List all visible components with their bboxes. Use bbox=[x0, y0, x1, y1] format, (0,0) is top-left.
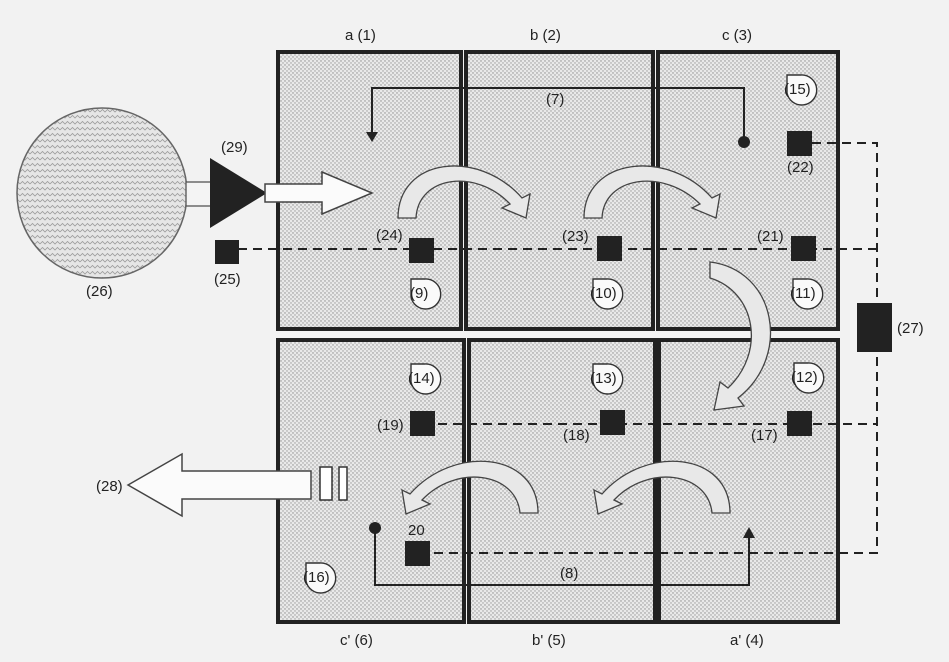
label-fan-11: (11) bbox=[790, 285, 816, 302]
sensor-21 bbox=[791, 236, 816, 261]
label-duct-upper: (7) bbox=[546, 91, 564, 108]
label-controller: (27) bbox=[897, 320, 924, 337]
label-room-c: c (3) bbox=[722, 27, 752, 44]
label-fan-10: (10) bbox=[590, 285, 617, 302]
sensor-19 bbox=[410, 411, 435, 436]
sensor-17 bbox=[787, 411, 812, 436]
duct-lower-arrowhead bbox=[743, 527, 755, 538]
blower-triangle bbox=[210, 158, 267, 228]
sensor-25 bbox=[215, 240, 239, 264]
source-connector bbox=[185, 181, 213, 207]
duct-lower-intake bbox=[369, 522, 381, 534]
label-fan-16: (16) bbox=[303, 569, 330, 586]
duct-upper-intake bbox=[738, 136, 750, 148]
sensor-18 bbox=[600, 410, 625, 435]
flow-arrow-a-prime-to-b-prime bbox=[593, 460, 731, 515]
signal-line-right bbox=[812, 142, 878, 303]
flow-arrow-b-to-c bbox=[583, 165, 721, 219]
sensor-20 bbox=[405, 541, 430, 566]
flow-arrow-c-to-a-prime bbox=[709, 261, 772, 411]
label-sensor-19: (19) bbox=[377, 417, 404, 434]
exhaust-damper-1 bbox=[319, 466, 333, 501]
label-sensor-24: (24) bbox=[376, 227, 403, 244]
label-fan-15: (15) bbox=[784, 81, 811, 98]
label-sensor-18: (18) bbox=[563, 427, 590, 444]
label-room-c-prime: c' (6) bbox=[340, 632, 373, 649]
label-sensor-17: (17) bbox=[751, 427, 778, 444]
controller-box bbox=[857, 303, 892, 352]
label-duct-lower: (8) bbox=[560, 565, 578, 582]
duct-upper-arrowhead bbox=[366, 132, 378, 142]
sensor-22 bbox=[787, 131, 812, 156]
label-sensor-23: (23) bbox=[562, 228, 589, 245]
air-source-circle bbox=[16, 107, 188, 279]
label-room-b-prime: b' (5) bbox=[532, 632, 566, 649]
duct-lower bbox=[374, 528, 750, 586]
label-fan-9: (9) bbox=[410, 285, 428, 302]
label-room-a: a (1) bbox=[345, 27, 376, 44]
exhaust-arrow bbox=[126, 452, 312, 518]
exhaust-damper-2 bbox=[338, 466, 348, 501]
label-sensor-25: (25) bbox=[214, 271, 241, 288]
label-blower: (29) bbox=[221, 139, 248, 156]
label-room-b: b (2) bbox=[530, 27, 561, 44]
duct-upper bbox=[371, 87, 745, 142]
label-sensor-22: (22) bbox=[787, 159, 814, 176]
sensor-24 bbox=[409, 238, 434, 263]
label-exhaust: (28) bbox=[96, 478, 123, 495]
label-fan-14: (14) bbox=[408, 370, 435, 387]
label-sensor-20: 20 bbox=[408, 522, 425, 539]
label-fan-13: (13) bbox=[590, 370, 617, 387]
signal-line-lower bbox=[419, 352, 878, 554]
label-source: (26) bbox=[86, 283, 113, 300]
label-sensor-21: (21) bbox=[757, 228, 784, 245]
flow-arrow-b-prime-to-c-prime bbox=[401, 460, 539, 515]
label-room-a-prime: a' (4) bbox=[730, 632, 764, 649]
sensor-23 bbox=[597, 236, 622, 261]
label-fan-12: (12) bbox=[791, 369, 818, 386]
inlet-arrow bbox=[264, 170, 374, 216]
flow-arrow-a-to-b bbox=[397, 165, 531, 219]
